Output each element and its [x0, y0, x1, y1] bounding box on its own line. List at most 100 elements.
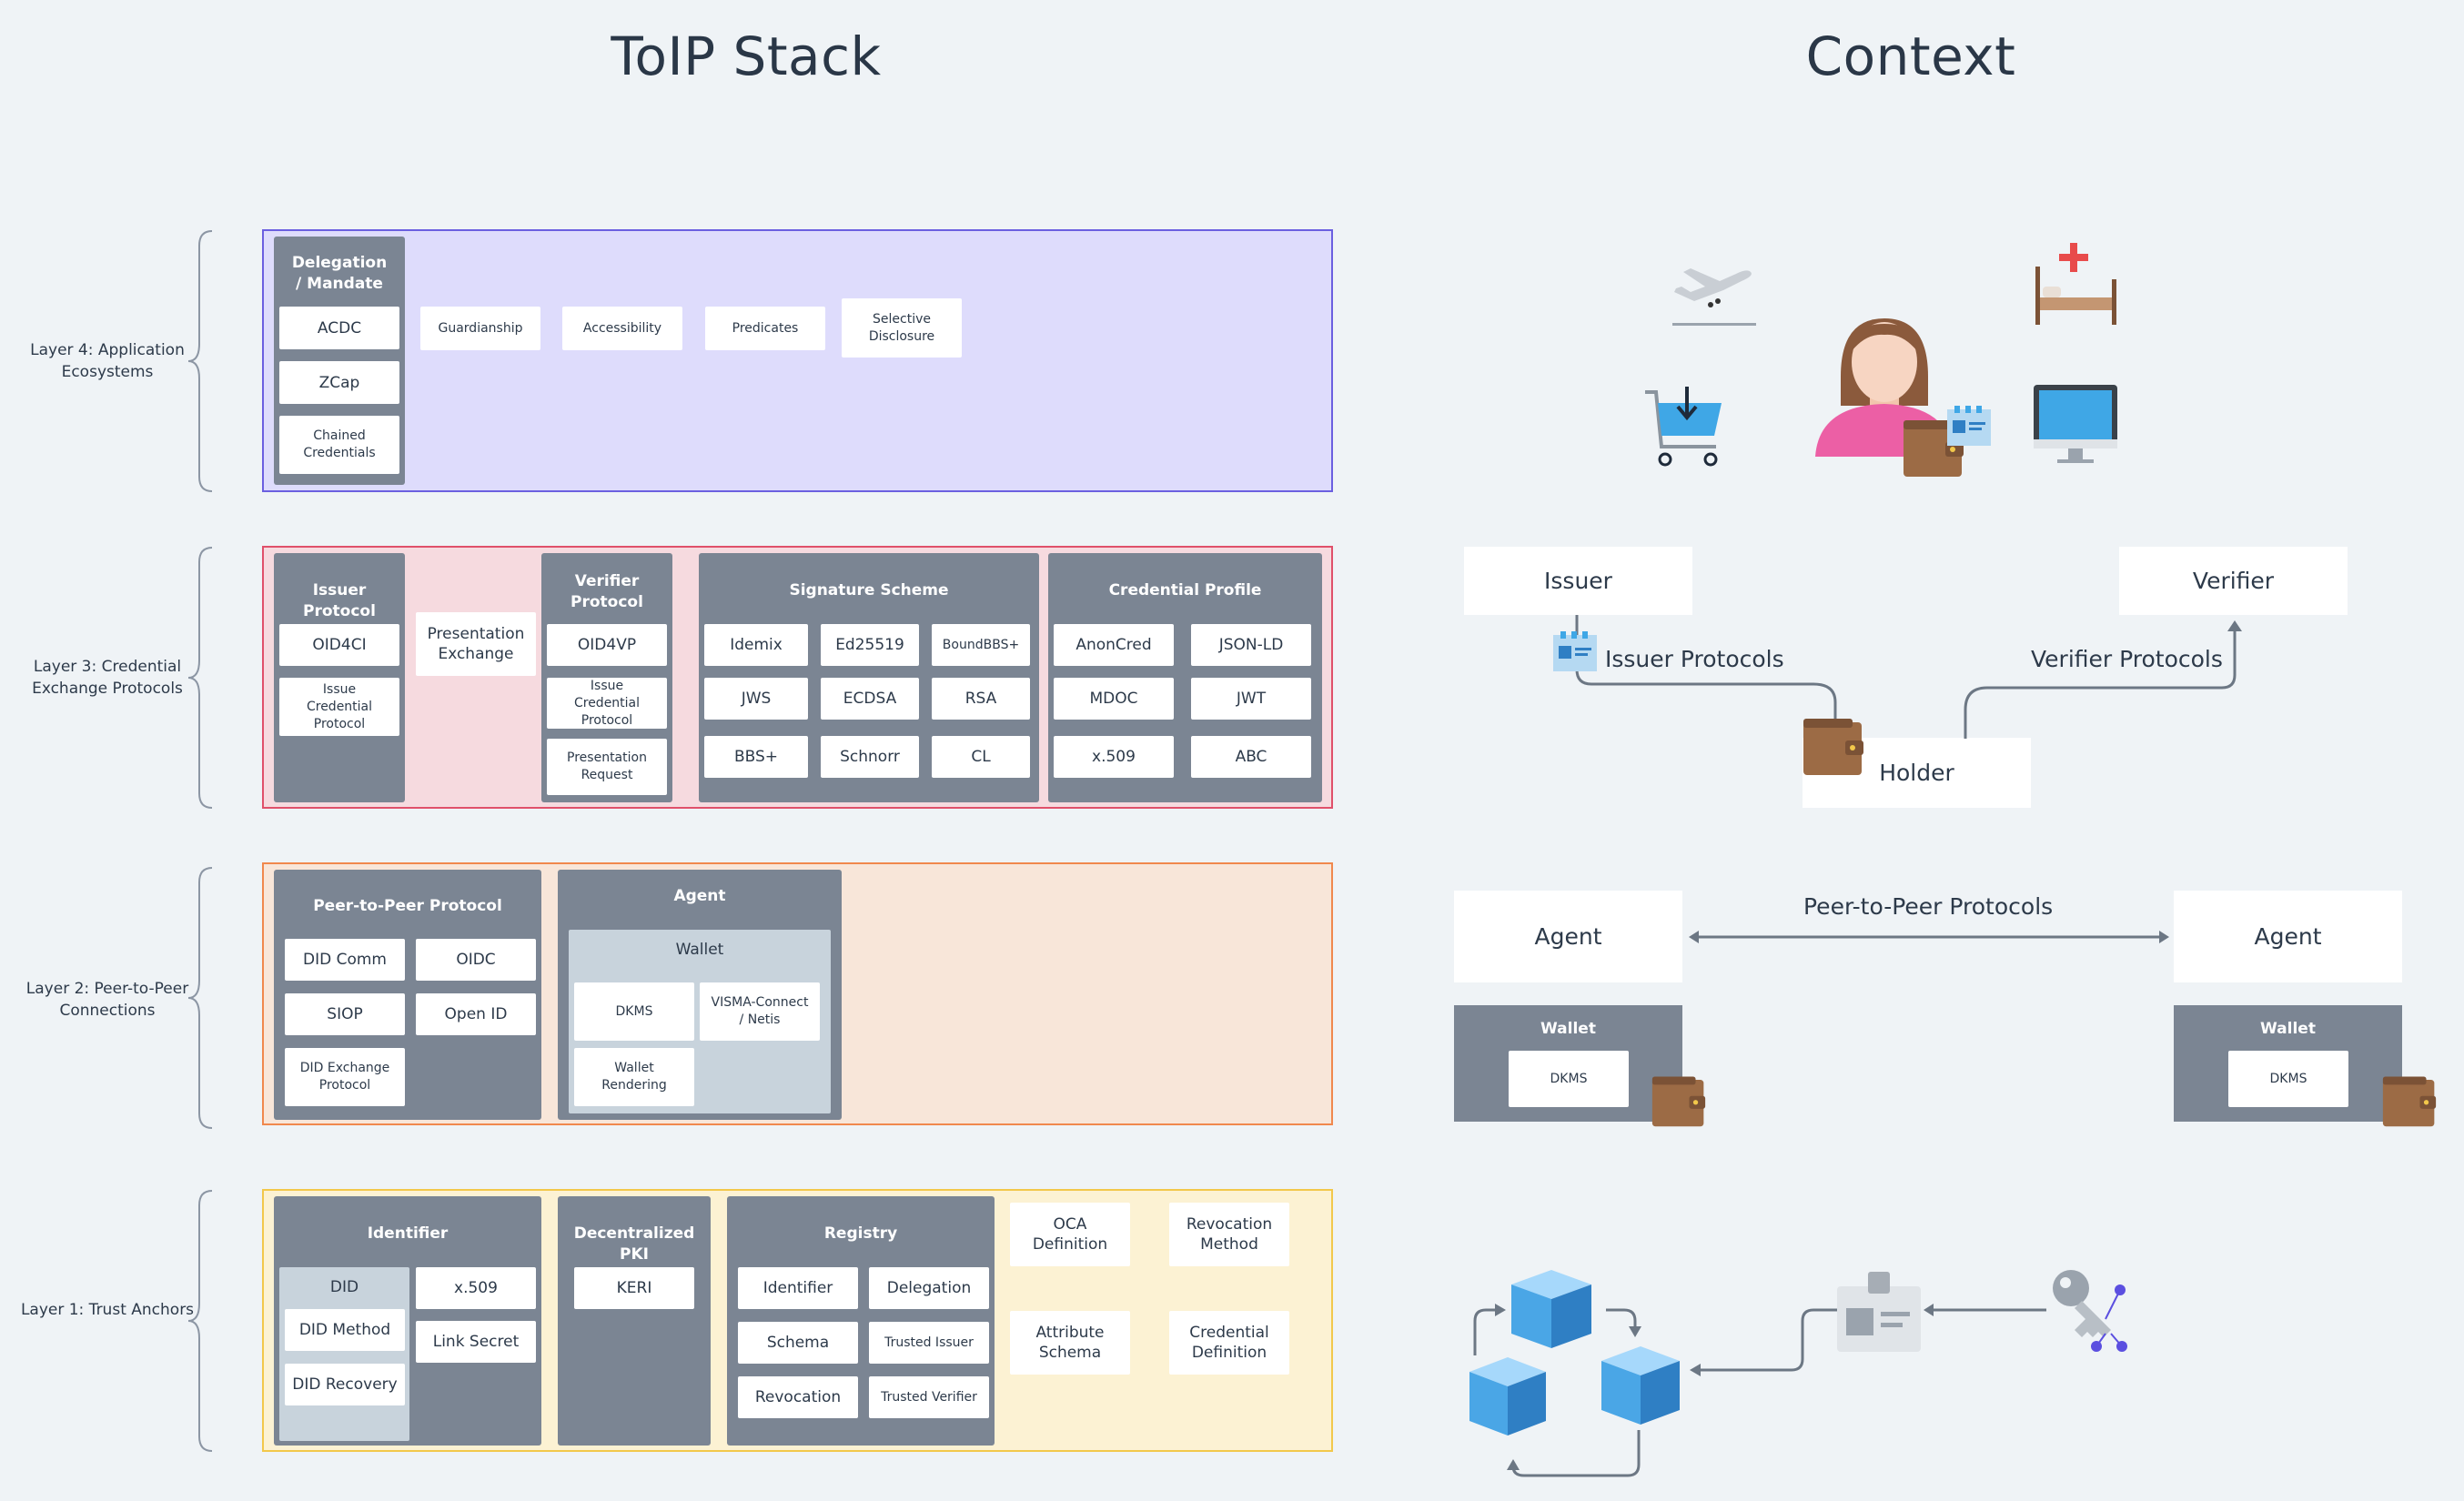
- did-group: DID DID Method DID Recovery: [279, 1267, 409, 1441]
- oid4vp-box: OID4VP: [547, 624, 667, 666]
- wallet-right-title: Wallet: [2260, 1020, 2316, 1038]
- layer3-brace: [187, 547, 213, 809]
- credential-card-icon: [1947, 406, 1991, 446]
- cl-box: CL: [932, 736, 1030, 778]
- agent-left-box: Agent: [1454, 891, 1682, 982]
- layer4-box: [262, 229, 1333, 492]
- agent-right-box: Agent: [2174, 891, 2402, 982]
- trusted-issuer-box: Trusted Issuer: [869, 1322, 989, 1364]
- key-to-badge-connector: [1924, 1304, 2046, 1316]
- signature-scheme-group: Signature Scheme Idemix Ed25519 BoundBBS…: [699, 553, 1039, 802]
- acdc-box: ACDC: [279, 307, 399, 349]
- accessibility-box: Accessibility: [562, 307, 682, 350]
- hospital-bed-icon: [2035, 243, 2116, 325]
- ecdsa-box: ECDSA: [821, 678, 919, 720]
- did-exchange-protocol-box: DID Exchange Protocol: [285, 1048, 405, 1106]
- chained-credentials-box: Chained Credentials: [279, 416, 399, 474]
- issuer-credential-icon: [1553, 631, 1597, 671]
- wallet-left-title: Wallet: [1540, 1020, 1596, 1038]
- registry-identifier-box: Identifier: [738, 1267, 858, 1309]
- keri-box: KERI: [574, 1267, 694, 1309]
- zcap-box: ZCap: [279, 361, 399, 404]
- issuer-protocol-title: Issuer Protocol: [303, 581, 376, 620]
- registry-schema-box: Schema: [738, 1322, 858, 1364]
- anoncred-box: AnonCred: [1054, 624, 1174, 666]
- bbs-plus-box: BBS+: [704, 736, 808, 778]
- key-icon: [2053, 1270, 2127, 1352]
- selective-disclosure-box: Selective Disclosure: [842, 298, 962, 358]
- layer2-brace: [187, 867, 213, 1129]
- schnorr-box: Schnorr: [821, 736, 919, 778]
- issuer-holder-connector: [1575, 615, 1837, 729]
- layer3-label: Layer 3: Credential Exchange Protocols: [32, 658, 183, 698]
- wallet-rendering-box: Wallet Rendering: [574, 1048, 694, 1106]
- wallet-right-icon: [2382, 1076, 2437, 1127]
- trusted-verifier-box: Trusted Verifier: [869, 1376, 989, 1418]
- presentation-exchange-box: Presentation Exchange: [416, 612, 536, 676]
- stack-title: ToIP Stack: [611, 25, 882, 87]
- boundbbs-box: BoundBBS+: [932, 624, 1030, 666]
- json-ld-box: JSON-LD: [1191, 624, 1311, 666]
- wallet-left-icon: [1651, 1076, 1706, 1127]
- credential-profile-title: Credential Profile: [1108, 581, 1262, 599]
- visma-connect-box: VISMA-Connect / Netis: [700, 982, 820, 1041]
- monitor-icon: [2034, 385, 2117, 463]
- did-comm-box: DID Comm: [285, 939, 405, 981]
- layer1-label: Layer 1: Trust Anchors: [20, 1301, 195, 1319]
- dkms-box: DKMS: [574, 982, 694, 1041]
- wallet-right-group: Wallet DKMS: [2174, 1005, 2402, 1122]
- holder-wallet-icon: [1803, 719, 1863, 775]
- p2p-protocols-label: Peer-to-Peer Protocols: [1803, 893, 2054, 920]
- issuer-box: Issuer: [1464, 547, 1692, 615]
- context-title: Context: [1805, 25, 2016, 87]
- credential-profile-group: Credential Profile AnonCred JSON-LD MDOC…: [1048, 553, 1322, 802]
- layer2-label: Layer 2: Peer-to-Peer Connections: [25, 980, 189, 1020]
- dkms-left-box: DKMS: [1509, 1051, 1629, 1107]
- revocation-method-box: Revocation Method: [1169, 1203, 1289, 1266]
- delegation-mandate-title: Delegation / Mandate: [291, 254, 388, 293]
- agent-title: Agent: [673, 887, 726, 905]
- issuer-protocol-group: Issuer Protocol OID4CI Issue Credential …: [274, 553, 405, 802]
- cube-right: [1601, 1346, 1680, 1425]
- layer4-brace: [187, 230, 213, 492]
- p2p-protocol-title: Peer-to-Peer Protocol: [313, 897, 502, 915]
- presentation-request-box: Presentation Request: [547, 739, 667, 795]
- oid4ci-box: OID4CI: [279, 624, 399, 666]
- abc-box: ABC: [1191, 736, 1311, 778]
- oca-definition-box: OCA Definition: [1010, 1203, 1130, 1266]
- predicates-box: Predicates: [705, 307, 825, 350]
- layer4-label: Layer 4: Application Ecosystems: [30, 341, 185, 381]
- verifier-protocols-label: Verifier Protocols: [2031, 646, 2223, 672]
- oidc-box: OIDC: [416, 939, 536, 981]
- ed25519-box: Ed25519: [821, 624, 919, 666]
- registry-delegation-box: Delegation: [869, 1267, 989, 1309]
- registry-title: Registry: [823, 1224, 898, 1243]
- idemix-box: Idemix: [704, 624, 808, 666]
- registry-group: Registry Identifier Delegation Schema Tr…: [727, 1196, 995, 1446]
- x509-profile-box: x.509: [1054, 736, 1174, 778]
- issuer-protocols-label: Issuer Protocols: [1605, 646, 1784, 672]
- layer1-brace: [187, 1190, 213, 1452]
- shopping-cart-icon: [1645, 387, 1722, 467]
- cube-top: [1511, 1270, 1591, 1348]
- attribute-schema-box: Attribute Schema: [1010, 1311, 1130, 1375]
- p2p-protocol-group: Peer-to-Peer Protocol DID Comm OIDC SIOP…: [274, 870, 541, 1120]
- link-secret-box: Link Secret: [416, 1321, 536, 1363]
- rsa-box: RSA: [932, 678, 1030, 720]
- agent-wallet-group: Wallet DKMS VISMA-Connect / Netis Wallet…: [569, 930, 831, 1113]
- verifier-box: Verifier: [2119, 547, 2348, 615]
- signature-scheme-title: Signature Scheme: [789, 581, 949, 599]
- issue-credential-protocol-box: Issue Credential Protocol: [279, 678, 399, 736]
- id-badge-icon: [1837, 1272, 1921, 1352]
- verifier-protocol-group: Verifier Protocol OID4VP Issue Credentia…: [541, 553, 672, 802]
- airplane-icon: [1672, 268, 1756, 326]
- decentralized-pki-title: Decentralized PKI: [573, 1224, 695, 1264]
- dkms-right-box: DKMS: [2228, 1051, 2348, 1107]
- badge-to-cube-connector: [1690, 1308, 1839, 1376]
- blockchain-cube-icon: [1469, 1270, 1680, 1477]
- did-title: DID: [329, 1278, 359, 1296]
- siop-box: SIOP: [285, 993, 405, 1035]
- decentralized-pki-group: Decentralized PKI KERI: [558, 1196, 711, 1446]
- registry-revocation-box: Revocation: [738, 1376, 858, 1418]
- identifier-group: Identifier DID DID Method DID Recovery x…: [274, 1196, 541, 1446]
